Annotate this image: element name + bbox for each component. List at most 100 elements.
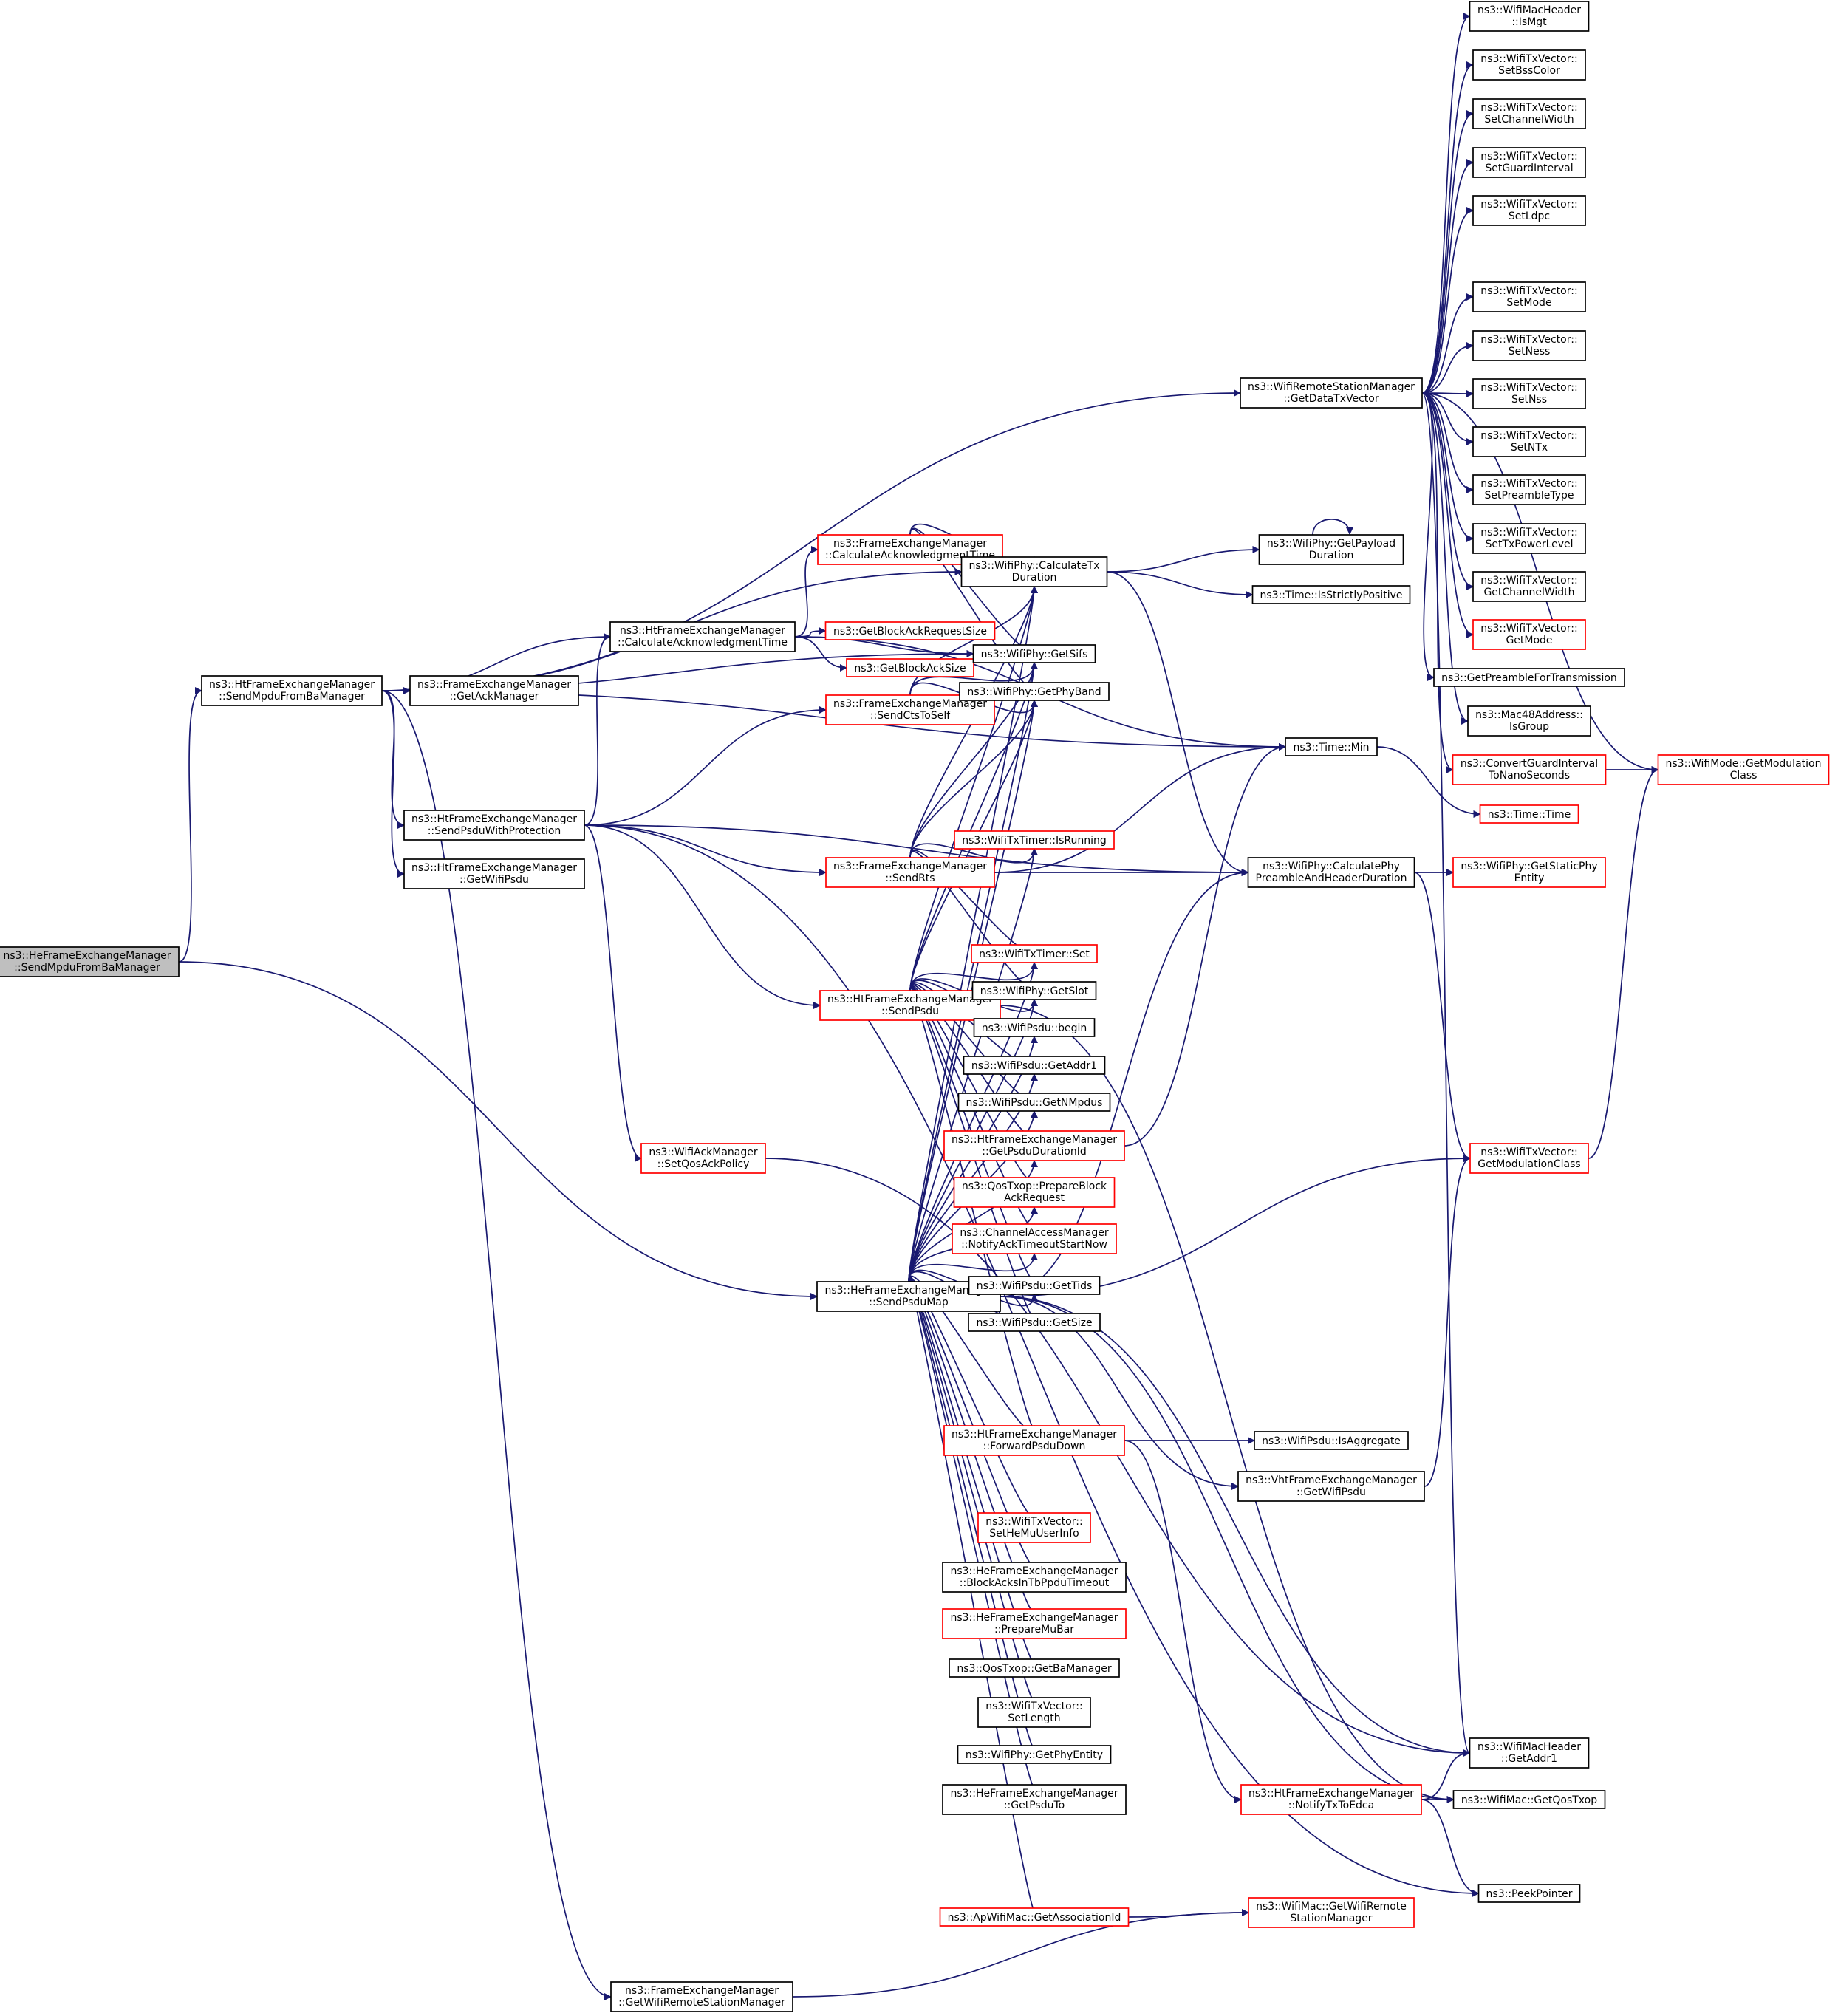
node-label: ns3::QosTxop::PrepareBlock	[962, 1180, 1107, 1192]
node-txv-setchw[interactable]: ns3::WifiTxVector::SetChannelWidth	[1472, 98, 1586, 129]
node-box	[409, 675, 579, 706]
node-time-isstrictly[interactable]: ns3::Time::IsStrictlyPositive	[1251, 585, 1411, 604]
node-box	[957, 1745, 1112, 1764]
node-fem-sendrts[interactable]: ns3::FrameExchangeManager::SendRts	[825, 857, 995, 888]
node-txv-sethemu[interactable]: ns3::WifiTxVector::SetHeMuUserInfo	[977, 1512, 1091, 1543]
edge-fem-sendrts-to-phy-getphyband	[909, 700, 1038, 858]
node-label: ns3::FrameExchangeManager	[833, 861, 987, 872]
node-qostxop-getbam[interactable]: ns3::QosTxop::GetBaManager	[949, 1658, 1120, 1678]
node-fem-getwifirsm[interactable]: ns3::FrameExchangeManager::GetWifiRemote…	[610, 1981, 793, 2012]
node-txv-getmode[interactable]: ns3::WifiTxVector::GetMode	[1472, 619, 1586, 650]
node-phy-getphyentity[interactable]: ns3::WifiPhy::GetPhyEntity	[957, 1745, 1112, 1764]
node-label: ns3::WifiPhy::GetPayload	[1267, 538, 1395, 550]
node-label: ns3::HtFrameExchangeManager	[209, 679, 375, 691]
node-txv-setgi[interactable]: ns3::WifiTxVector::SetGuardInterval	[1472, 147, 1586, 178]
node-txv-setpre[interactable]: ns3::WifiTxVector::SetPreambleType	[1472, 474, 1586, 505]
node-txv-setntx[interactable]: ns3::WifiTxVector::SetNTx	[1472, 426, 1586, 457]
node-machdr-ismgt[interactable]: ns3::WifiMacHeader::IsMgt	[1469, 1, 1590, 32]
node-label: ns3::WifiTxVector::	[985, 1516, 1082, 1528]
node-label: SetNess	[1509, 346, 1551, 358]
node-ht-calcack[interactable]: ns3::HtFrameExchangeManager::CalculateAc…	[609, 621, 796, 652]
node-psdu-isagg[interactable]: ns3::WifiPsdu::IsAggregate	[1254, 1431, 1409, 1450]
node-ht-getwifipsdu[interactable]: ns3::HtFrameExchangeManager::GetWifiPsdu	[403, 858, 585, 889]
node-getbasize[interactable]: ns3::GetBlockAckSize	[846, 658, 974, 677]
node-he-getpsduto[interactable]: ns3::HeFrameExchangeManager::GetPsduTo	[942, 1784, 1127, 1815]
node-rsm-getdatatxv[interactable]: ns3::WifiRemoteStationManager::GetDataTx…	[1240, 377, 1423, 409]
node-txtimer-isrunning[interactable]: ns3::WifiTxTimer::IsRunning	[954, 830, 1115, 850]
node-fem-getackmgr[interactable]: ns3::FrameExchangeManager::GetAckManager	[409, 675, 579, 706]
node-txv-setness[interactable]: ns3::WifiTxVector::SetNess	[1472, 330, 1586, 361]
node-mac-getqostxop[interactable]: ns3::WifiMac::GetQosTxop	[1452, 1790, 1606, 1809]
node-ht-sendpsduwp[interactable]: ns3::HtFrameExchangeManager::SendPsduWit…	[403, 810, 585, 841]
node-label: ns3::FrameExchangeManager	[833, 538, 987, 550]
node-ht-getpsdudur[interactable]: ns3::HtFrameExchangeManager::GetPsduDura…	[943, 1130, 1125, 1161]
node-vht-getwifipsdu[interactable]: ns3::VhtFrameExchangeManager::GetWifiPsd…	[1237, 1471, 1425, 1502]
node-label: ns3::Mac48Address::	[1475, 709, 1583, 721]
node-he-sendpsdumap[interactable]: ns3::HeFrameExchangeManager::SendPsduMap	[816, 1281, 1001, 1312]
node-txv-getchw[interactable]: ns3::WifiTxVector::GetChannelWidth	[1472, 571, 1586, 602]
node-getpreamble[interactable]: ns3::GetPreambleForTransmission	[1433, 668, 1625, 687]
node-txv-setlength[interactable]: ns3::WifiTxVector::SetLength	[977, 1697, 1091, 1728]
node-label: ns3::WifiPsdu::IsAggregate	[1262, 1435, 1401, 1447]
node-ht-sendpsdu[interactable]: ns3::HtFrameExchangeManager::SendPsdu	[819, 990, 1001, 1021]
node-label: ns3::WifiPsdu::GetNMpdus	[966, 1097, 1103, 1109]
node-psdu-getaddr1[interactable]: ns3::WifiPsdu::GetAddr1	[963, 1056, 1106, 1075]
node-box	[1240, 377, 1423, 409]
node-box	[1477, 1884, 1581, 1903]
node-label: ns3::HtFrameExchangeManager	[1248, 1788, 1414, 1800]
node-label: StationManager	[1290, 1913, 1372, 1924]
node-label: ns3::WifiTxVector::	[1480, 478, 1577, 490]
node-box	[1247, 857, 1415, 888]
node-label: ns3::WifiMacHeader	[1477, 1741, 1581, 1753]
node-label: ns3::HeFrameExchangeManager	[950, 1612, 1118, 1624]
node-psdu-begin[interactable]: ns3::WifiPsdu::begin	[973, 1018, 1096, 1037]
node-peekpointer[interactable]: ns3::PeekPointer	[1477, 1884, 1581, 1903]
node-txv-getmodclass[interactable]: ns3::WifiTxVector::GetModulationClass	[1469, 1143, 1589, 1174]
node-txv-setmode[interactable]: ns3::WifiTxVector::SetMode	[1472, 281, 1586, 312]
node-txv-setbss[interactable]: ns3::WifiTxVector::SetBssColor	[1472, 49, 1586, 81]
node-phy-getphyband[interactable]: ns3::WifiPhy::GetPhyBand	[959, 682, 1110, 701]
node-txv-settxpwr[interactable]: ns3::WifiTxVector::SetTxPowerLevel	[1472, 523, 1586, 554]
node-ht-sendmpdu[interactable]: ns3::HtFrameExchangeManager::SendMpduFro…	[201, 675, 383, 706]
node-label: ns3::ChannelAccessManager	[960, 1227, 1109, 1239]
node-psdu-getsize[interactable]: ns3::WifiPsdu::GetSize	[968, 1313, 1101, 1332]
node-machdr-getaddr1[interactable]: ns3::WifiMacHeader::GetAddr1	[1469, 1737, 1590, 1769]
node-txv-setnss[interactable]: ns3::WifiTxVector::SetNss	[1472, 378, 1586, 409]
node-box	[1452, 1790, 1606, 1809]
node-time-min[interactable]: ns3::Time::Min	[1285, 737, 1378, 756]
node-mode-getmodclass[interactable]: ns3::WifiMode::GetModulationClass	[1657, 754, 1830, 785]
node-box	[1472, 281, 1586, 312]
node-txv-setldpc[interactable]: ns3::WifiTxVector::SetLdpc	[1472, 195, 1586, 226]
edge-ht-sendmpdu-to-ht-sendpsduwp	[381, 690, 405, 829]
node-label: IsGroup	[1509, 721, 1549, 733]
edge-ht-sendpsdu-to-txtimer-set	[909, 962, 1038, 991]
node-ackmgr-setqos[interactable]: ns3::WifiAckManager::SetQosAckPolicy	[640, 1143, 766, 1174]
edge-time-min-to-time-time	[1376, 746, 1481, 818]
node-psdu-gettids[interactable]: ns3::WifiPsdu::GetTids	[968, 1276, 1101, 1295]
node-ht-forwardpsdu[interactable]: ns3::HtFrameExchangeManager::ForwardPsdu…	[943, 1425, 1125, 1456]
edge-rsm-getdatatxv-to-txv-setntx	[1421, 392, 1474, 445]
node-mac-getwifirsm[interactable]: ns3::WifiMac::GetWifiRemoteStationManage…	[1248, 1897, 1415, 1928]
node-psdu-getnmpdus[interactable]: ns3::WifiPsdu::GetNMpdus	[957, 1093, 1111, 1112]
node-label: Duration	[1309, 550, 1354, 561]
node-apmac-getaid[interactable]: ns3::ApWifiMac::GetAssociationId	[939, 1907, 1130, 1927]
node-mac48-isgroup[interactable]: ns3::Mac48Address::IsGroup	[1467, 705, 1591, 737]
node-getbarsize[interactable]: ns3::GetBlockAckRequestSize	[824, 621, 996, 640]
node-he-blockacks[interactable]: ns3::HeFrameExchangeManager::BlockAcksIn…	[942, 1562, 1127, 1593]
node-ht-notifytx[interactable]: ns3::HtFrameExchangeManager::NotifyTxToE…	[1240, 1784, 1422, 1815]
node-phy-calcpreamble[interactable]: ns3::WifiPhy::CalculatePhyPreambleAndHea…	[1247, 857, 1415, 888]
node-phy-getsifs[interactable]: ns3::WifiPhy::GetSifs	[972, 644, 1096, 663]
node-time-time[interactable]: ns3::Time::Time	[1479, 804, 1579, 824]
node-label: ns3::WifiPhy::GetStaticPhy	[1461, 861, 1597, 872]
node-he-preparemubar[interactable]: ns3::HeFrameExchangeManager::PrepareMuBa…	[942, 1608, 1127, 1639]
node-txtimer-set[interactable]: ns3::WifiTxTimer::Set	[971, 944, 1098, 963]
node-cam-notifyack[interactable]: ns3::ChannelAccessManager::NotifyAckTime…	[952, 1223, 1117, 1254]
node-phy-getslot[interactable]: ns3::WifiPhy::GetSlot	[971, 981, 1097, 1000]
node-label: ns3::WifiMacHeader	[1477, 4, 1581, 16]
